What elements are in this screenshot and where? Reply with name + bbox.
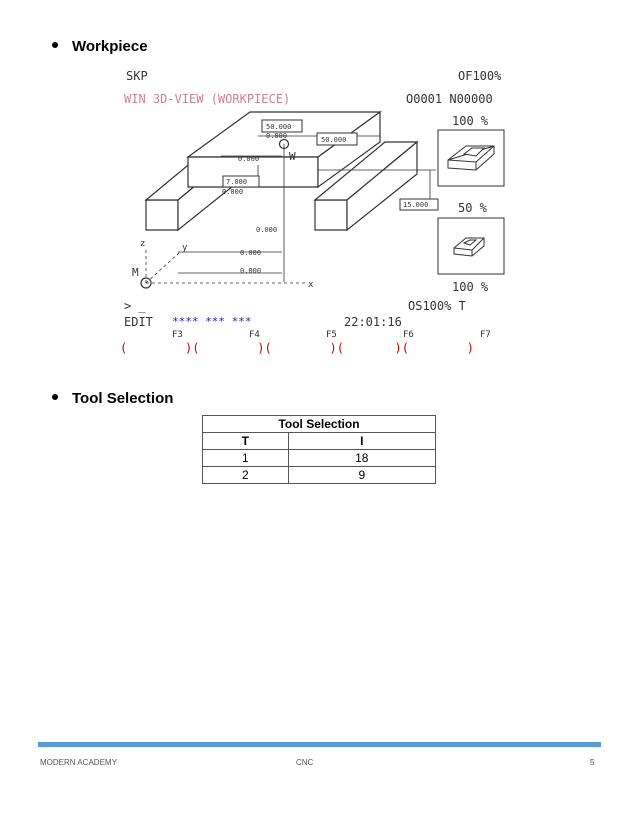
dim-label: 0.000: [222, 188, 243, 196]
bullet-icon: [52, 42, 58, 49]
softkey-row[interactable]: ( )( )( )( ___ )( ): [120, 341, 474, 354]
table-cell: 18: [287, 449, 437, 467]
mode-label: SKP: [126, 69, 148, 83]
table-row: 2 9: [202, 466, 437, 484]
zoom-top: 100 %: [452, 114, 489, 128]
dim-label: 0.000: [238, 155, 259, 163]
footer-center: CNC: [296, 758, 314, 767]
dim-label: 0.000: [256, 226, 277, 234]
fkey-f6[interactable]: F6: [403, 330, 414, 340]
machine-origin-icon: [140, 277, 152, 289]
footer-divider: [38, 742, 601, 747]
program-number: O0001 N00000: [406, 92, 493, 106]
table-cell: 1: [202, 449, 289, 467]
page-number: 5: [590, 758, 595, 767]
dim-label: 50.000: [266, 123, 291, 131]
dim-label: 0.000: [240, 249, 261, 257]
fkey-f3[interactable]: F3: [172, 330, 183, 340]
table-title: Tool Selection: [202, 415, 436, 433]
window-title: WIN 3D-VIEW (WORKPIECE): [124, 92, 290, 106]
column-header-i: I: [287, 432, 437, 450]
dim-label: 0.000: [240, 267, 261, 275]
x-axis-label: x: [308, 280, 314, 290]
zoom-mid: 50 %: [458, 201, 488, 215]
fkey-f7[interactable]: F7: [480, 330, 491, 340]
workpiece-heading-text: Workpiece: [72, 38, 148, 55]
workpiece-heading: Workpiece: [52, 38, 148, 55]
table-title-row: Tool Selection: [202, 415, 436, 433]
dim-label: 7.000: [226, 178, 247, 186]
tool-selection-heading-text: Tool Selection: [72, 390, 174, 407]
column-header-t: T: [202, 432, 289, 450]
zoom-bottom: 100 %: [452, 280, 489, 294]
workpiece-origin-label: W: [289, 150, 296, 163]
workpiece-origin-icon: [278, 138, 290, 150]
tool-selection-heading: Tool Selection: [52, 390, 173, 407]
preview-half-view: [437, 217, 505, 275]
clock: 22:01:16: [344, 315, 402, 329]
workpiece-drawing: [140, 110, 436, 289]
fkey-f4[interactable]: F4: [249, 330, 260, 340]
os-status: OS100% T: [408, 299, 466, 313]
table-cell: 2: [202, 466, 289, 484]
fkey-f5[interactable]: F5: [326, 330, 337, 340]
table-cell: 9: [287, 466, 437, 484]
dim-label: 50.000: [321, 136, 346, 144]
status-stars: **** *** ***: [172, 315, 251, 328]
command-prompt: > _: [124, 299, 146, 313]
cnc-screen: SKP OF100% WIN 3D-VIEW (WORKPIECE) O0001…: [118, 62, 523, 354]
preview-full-view: [437, 129, 505, 187]
y-axis-label: y: [182, 243, 188, 253]
dim-label: 0.000: [266, 132, 287, 140]
table-header-row: T I: [202, 432, 437, 450]
edit-mode: EDIT: [124, 315, 153, 329]
table-row: 1 18: [202, 449, 437, 467]
dim-label: 15.000: [403, 201, 428, 209]
machine-origin-label: M: [132, 266, 139, 279]
z-axis-label: z: [140, 239, 145, 249]
tool-selection-table: Tool Selection T I 1 18 2 9: [202, 415, 437, 484]
cnc-screen-drawing: SKP OF100% WIN 3D-VIEW (WORKPIECE) O0001…: [120, 69, 505, 354]
footer-left: MODERN ACADEMY: [40, 758, 117, 767]
bullet-icon: [52, 394, 58, 401]
preview-panels: [437, 129, 505, 275]
override-top: OF100%: [458, 69, 502, 83]
